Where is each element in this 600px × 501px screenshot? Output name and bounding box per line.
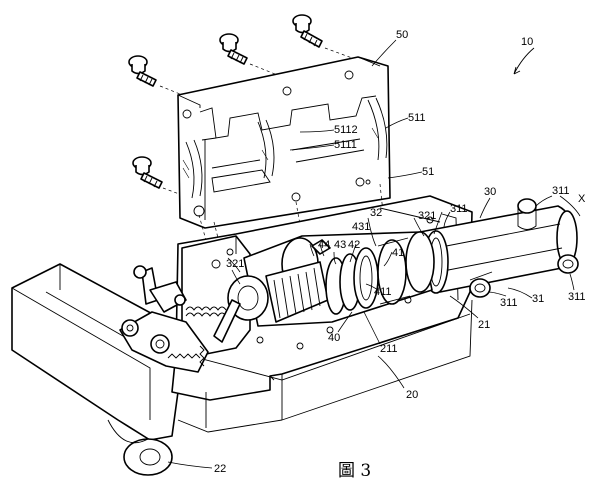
leader-lines bbox=[167, 39, 581, 469]
label-32: 32 bbox=[370, 207, 382, 219]
label-30: 30 bbox=[484, 186, 496, 198]
label-41: 41 bbox=[392, 247, 404, 259]
label-51: 51 bbox=[422, 166, 434, 178]
label-431: 431 bbox=[352, 221, 370, 233]
motor-40 bbox=[227, 231, 435, 327]
label-321-right: 321 bbox=[418, 210, 436, 222]
screw-3 bbox=[292, 14, 323, 48]
label-411: 411 bbox=[374, 286, 392, 298]
cover-plate-50 bbox=[177, 56, 391, 229]
label-5112: 5112 bbox=[334, 124, 358, 136]
reference-labels: 10 50 511 5112 5111 51 30 311 311 311 31… bbox=[214, 29, 586, 481]
label-21: 21 bbox=[478, 319, 490, 331]
label-20: 20 bbox=[406, 389, 418, 401]
label-22: 22 bbox=[214, 463, 226, 475]
label-44: 44 bbox=[318, 239, 330, 251]
label-40: 40 bbox=[328, 332, 340, 344]
reference-arrow-10 bbox=[513, 47, 535, 75]
label-10: 10 bbox=[521, 36, 533, 48]
label-321-left: 321 bbox=[226, 258, 244, 270]
screw-1 bbox=[128, 55, 157, 87]
label-50: 50 bbox=[396, 29, 408, 41]
label-x: X bbox=[578, 193, 586, 205]
screw-4 bbox=[132, 156, 163, 189]
label-31: 31 bbox=[532, 293, 544, 305]
label-5111: 5111 bbox=[334, 139, 357, 151]
label-43: 43 bbox=[334, 239, 346, 251]
label-42: 42 bbox=[348, 239, 360, 251]
linkage-mechanism bbox=[119, 265, 241, 373]
label-311-d: 311 bbox=[568, 291, 586, 303]
label-311-b: 311 bbox=[450, 203, 468, 215]
label-311-a: 311 bbox=[552, 185, 570, 197]
screw-2 bbox=[219, 33, 248, 65]
label-211: 211 bbox=[380, 343, 398, 355]
figure-caption: 圖 3 bbox=[338, 461, 371, 481]
shaft-30 bbox=[419, 198, 579, 298]
label-511: 511 bbox=[408, 112, 426, 124]
label-311-c: 311 bbox=[500, 297, 518, 309]
